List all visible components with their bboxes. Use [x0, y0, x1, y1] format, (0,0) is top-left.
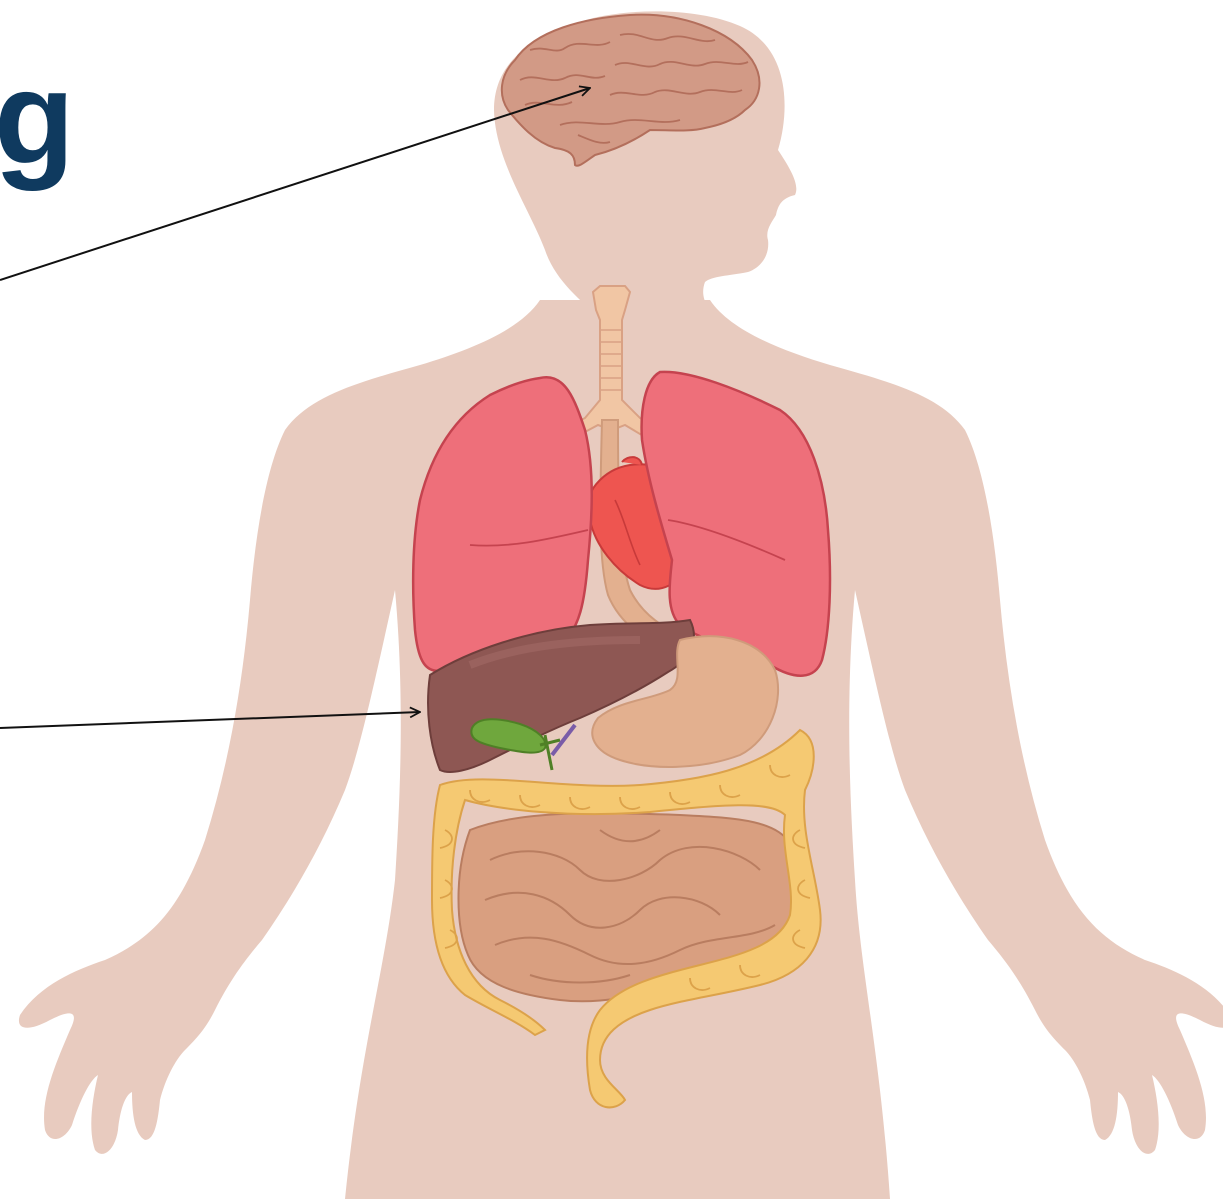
title-fragment: g [0, 52, 75, 184]
brain-pointer-arrow [0, 88, 590, 280]
